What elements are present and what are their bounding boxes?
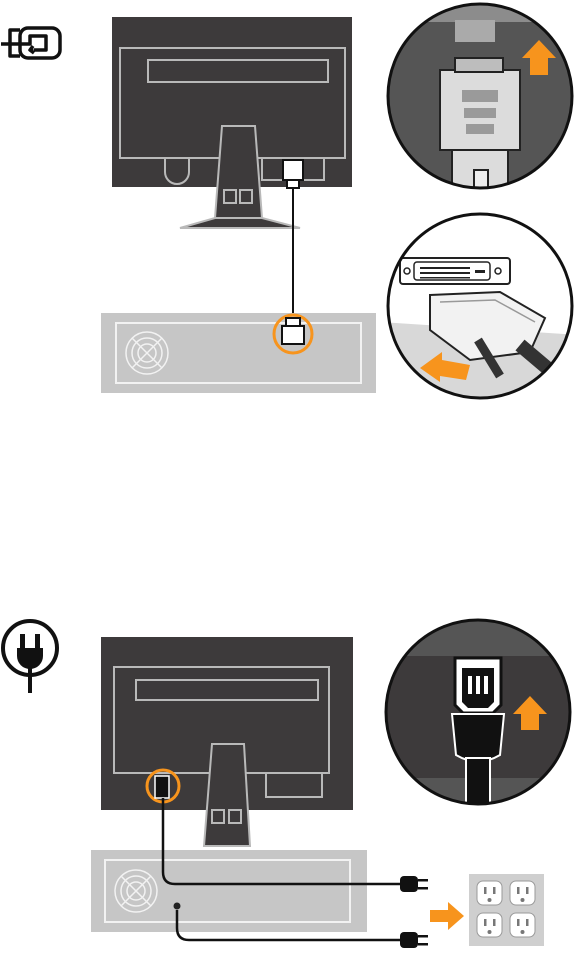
right-arrow-icon: [430, 902, 464, 930]
fan-icon: [115, 870, 157, 912]
signal-input-icon: [1, 28, 60, 58]
monitor-power-plug: [400, 876, 428, 892]
monitor-stand: [204, 744, 250, 846]
computer-case: [101, 313, 376, 393]
computer-power-plug: [400, 932, 428, 948]
power-plug-icon: [3, 621, 57, 693]
signal-cable-diagram: [0, 0, 579, 410]
monitor-dvi-plug: [283, 160, 303, 188]
power-cable-step: [0, 610, 579, 955]
power-cable-diagram: [0, 610, 579, 955]
monitor-connector-closeup: [380, 0, 579, 200]
computer-dvi-plug: [282, 318, 304, 344]
fan-icon: [126, 332, 168, 374]
signal-cable-step: [0, 0, 579, 410]
computer-dvi-connector-closeup: [380, 210, 579, 410]
wall-outlet: [469, 874, 544, 946]
monitor-power-connector-closeup: [380, 610, 579, 818]
computer-case: [91, 850, 367, 932]
